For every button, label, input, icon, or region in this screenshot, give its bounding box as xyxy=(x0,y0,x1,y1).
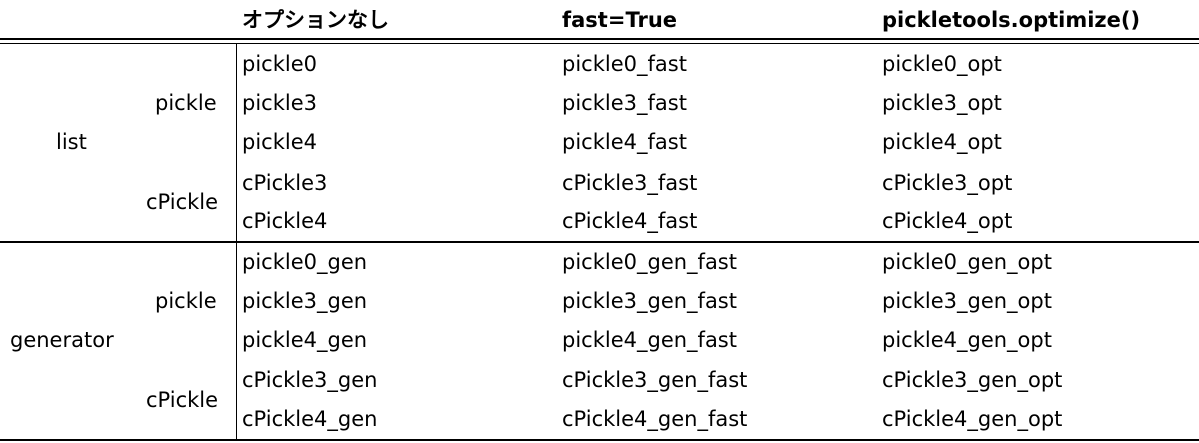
column-divider xyxy=(236,44,237,439)
table-cell: cPickle4_gen_opt xyxy=(882,407,1063,431)
table-cell: pickle3 xyxy=(242,91,317,115)
table-cell: cPickle4_gen xyxy=(242,407,378,431)
table-cell: cPickle4_gen_fast xyxy=(562,407,748,431)
table-cell: pickle3_gen_fast xyxy=(562,289,737,313)
table-cell: cPickle3_gen_opt xyxy=(882,368,1063,392)
subgroup-label-cpickle: cPickle xyxy=(146,388,219,412)
table-cell: cPickle3_gen_fast xyxy=(562,368,748,392)
table-cell: cPickle3_opt xyxy=(882,171,1013,195)
subgroup-label-cpickle: cPickle xyxy=(146,190,219,214)
table-cell: pickle4 xyxy=(242,130,317,154)
table-cell: cPickle3 xyxy=(242,171,328,195)
header-rule xyxy=(0,38,1199,40)
table-cell: cPickle4_opt xyxy=(882,209,1013,233)
table-cell: pickle0_gen_opt xyxy=(882,250,1052,274)
table-cell: cPickle3_fast xyxy=(562,171,698,195)
subgroup-label-pickle: pickle xyxy=(155,289,217,313)
group-label-generator: generator xyxy=(10,328,114,352)
header-fast-true: fast=True xyxy=(562,8,678,32)
table-cell: cPickle3_gen xyxy=(242,368,378,392)
group-divider xyxy=(0,241,1199,243)
table-bottom-rule xyxy=(0,439,1199,441)
table-cell: cPickle4 xyxy=(242,209,328,233)
header-pickletools-optimize: pickletools.optimize() xyxy=(882,8,1141,32)
group-label-list: list xyxy=(56,130,87,154)
table-cell: pickle3_fast xyxy=(562,91,687,115)
table-cell: pickle4_gen xyxy=(242,328,368,352)
table-cell: pickle0_gen_fast xyxy=(562,250,737,274)
table-cell: pickle3_gen xyxy=(242,289,368,313)
table-cell: cPickle4_fast xyxy=(562,209,698,233)
table-cell: pickle0_opt xyxy=(882,52,1002,76)
table-cell: pickle4_gen_fast xyxy=(562,328,737,352)
table-cell: pickle3_gen_opt xyxy=(882,289,1052,313)
table-cell: pickle0 xyxy=(242,52,317,76)
header-no-option: オプションなし xyxy=(242,8,389,32)
table-cell: pickle4_fast xyxy=(562,130,687,154)
table-cell: pickle4_gen_opt xyxy=(882,328,1052,352)
table-cell: pickle0_gen xyxy=(242,250,368,274)
table-cell: pickle4_opt xyxy=(882,130,1002,154)
table-cell: pickle0_fast xyxy=(562,52,687,76)
table-cell: pickle3_opt xyxy=(882,91,1002,115)
header-rule-secondary xyxy=(0,43,1199,44)
subgroup-label-pickle: pickle xyxy=(155,91,217,115)
